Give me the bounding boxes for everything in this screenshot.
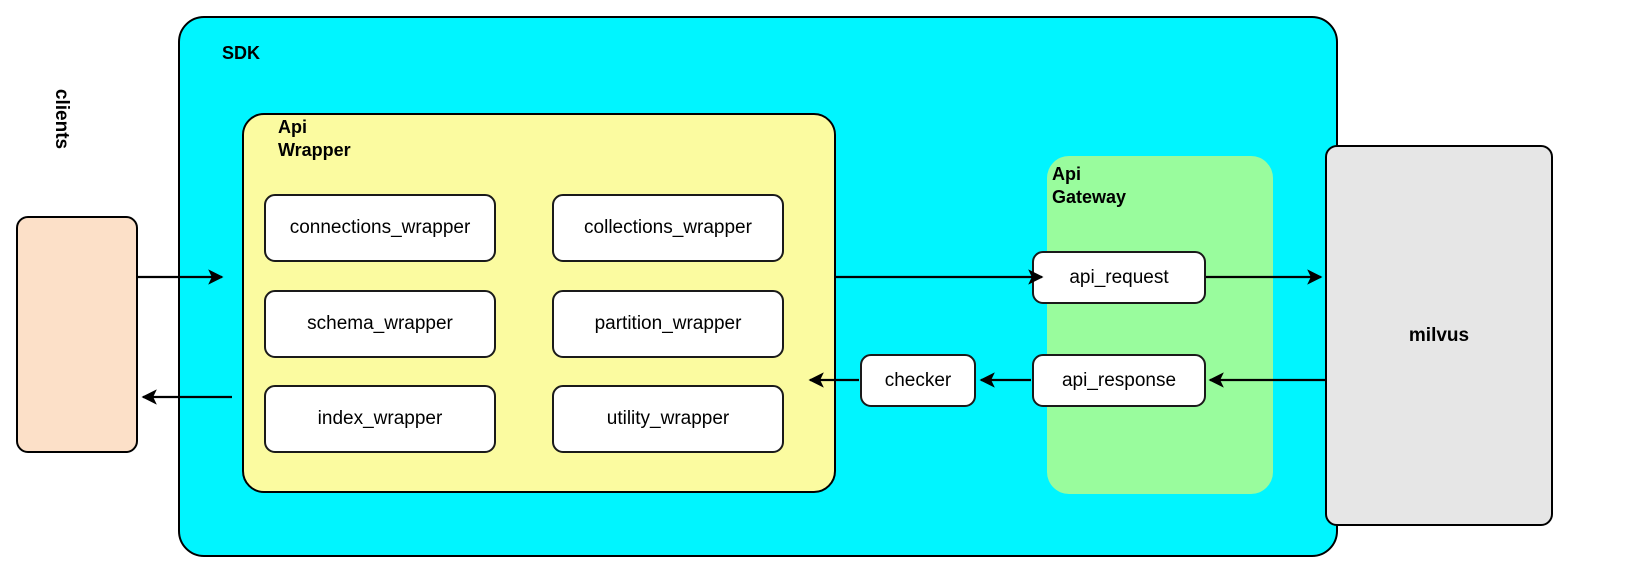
node-api-request[interactable]: api_request — [1032, 251, 1206, 304]
sdk-title: SDK — [222, 43, 261, 63]
node-checker[interactable]: checker — [860, 354, 976, 407]
node-clients[interactable] — [16, 216, 138, 453]
api-wrapper-title: Api Wrapper — [278, 117, 351, 160]
clients-label: clients — [50, 88, 72, 149]
milvus-label: milvus — [1408, 324, 1470, 346]
node-schema-wrapper[interactable]: schema_wrapper — [264, 290, 496, 358]
clients-label-wrap: clients — [0, 0, 122, 237]
node-partition-wrapper[interactable]: partition_wrapper — [552, 290, 784, 358]
api-gateway-container[interactable] — [1047, 156, 1273, 494]
node-connections-wrapper[interactable]: connections_wrapper — [264, 194, 496, 262]
node-collections-wrapper[interactable]: collections_wrapper — [552, 194, 784, 262]
node-utility-wrapper[interactable]: utility_wrapper — [552, 385, 784, 453]
node-api-response[interactable]: api_response — [1032, 354, 1206, 407]
api-gateway-title: Api Gateway — [1052, 164, 1127, 207]
node-milvus[interactable] — [1325, 145, 1553, 526]
node-index-wrapper[interactable]: index_wrapper — [264, 385, 496, 453]
